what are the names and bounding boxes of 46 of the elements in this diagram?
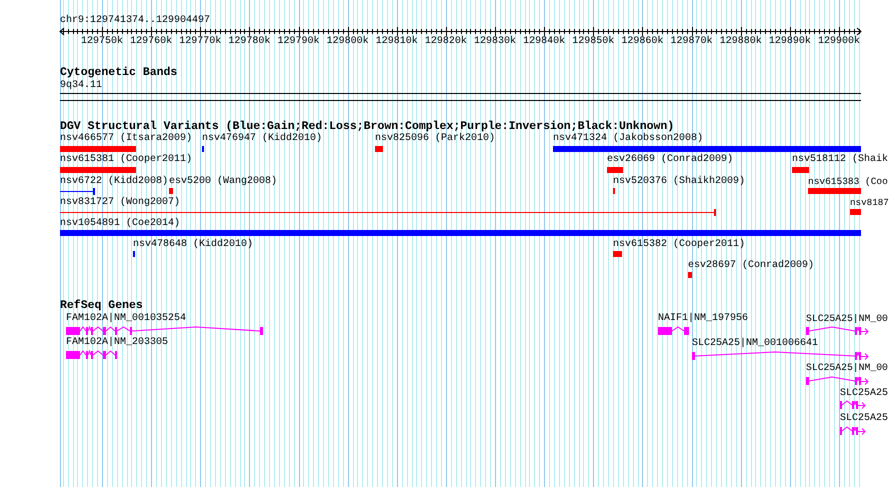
variant-label: nsv6722 (Kidd2008) [60, 176, 168, 187]
variant-label: nsv615381 (Cooper2011) [60, 154, 192, 165]
tick-label: 129790k [278, 36, 320, 47]
cytoband-label: 9q34.11 [60, 80, 102, 91]
variant-label: esv28697 (Conrad2009) [688, 260, 814, 271]
gene-label: SLC25A25 [840, 388, 888, 399]
tick-label: 129850k [572, 36, 614, 47]
variant-label: nsv478648 (Kidd2010) [133, 239, 254, 250]
tick-label: 129870k [670, 36, 713, 47]
variant-label: nsv471324 (Jakobsson2008) [553, 133, 704, 144]
gene-label: FAM102A|NM_203305 [66, 337, 168, 348]
tick-label: 129770k [179, 36, 222, 47]
track-heading: RefSeq Genes [60, 300, 143, 311]
variant-label: nsv520376 (Shaikh2009) [613, 176, 746, 187]
coordinate-range: chr9:129741374..129904497 [60, 15, 210, 26]
variant-label: nsv518112 (Shaik [792, 154, 888, 165]
track-heading: Cytogenetic Bands [60, 67, 178, 78]
tick-label: 129750k [81, 36, 124, 47]
variant-label: nsv831727 (Wong2007) [60, 197, 180, 208]
variant-label: nsv1054891 (Coe2014) [60, 218, 180, 229]
track-heading: DGV Structural Variants (Blue:Gain;Red:Loss;Brown:Complex;Purple:Inversion;Black:Unknown) [60, 121, 674, 132]
variant-label: nsv825096 (Park2010) [375, 133, 496, 144]
tick-label: 129800k [326, 36, 369, 47]
variant-label: nsv615383 (Coo [808, 176, 888, 187]
tick-label: 129810k [376, 36, 418, 47]
tick-label: 129780k [228, 36, 270, 47]
tick-label: 129890k [768, 36, 811, 47]
variant-label: esv26069 (Conrad2009) [607, 154, 734, 165]
gene-label: SLC25A25|NM_00 [806, 313, 888, 324]
gene-label: SLC25A25|NM_001006641 [692, 338, 818, 349]
variant-label: nsv466577 (Itsara2009) [60, 133, 192, 144]
tick-label: 129880k [720, 36, 762, 47]
tick-label: 129840k [523, 36, 566, 47]
variant-label: nsv615382 (Cooper2011) [613, 239, 746, 250]
variant-label: nsv8187 [850, 197, 889, 208]
tick-label: 129760k [130, 36, 172, 47]
tick-label: 129830k [474, 36, 516, 47]
variant-label: esv5200 (Wang2008) [169, 176, 278, 187]
tick-label: 129860k [621, 36, 664, 47]
variant-label: nsv476947 (Kidd2010) [202, 133, 322, 144]
tick-label: 129900k [818, 36, 860, 47]
gene-label: NAIF1|NM_197956 [658, 313, 748, 324]
gene-label: SLC25A25 [840, 413, 888, 424]
gene-label: SLC25A25|NM_00 [806, 362, 888, 373]
tick-label: 129820k [424, 36, 467, 47]
gene-label: FAM102A|NM_001035254 [66, 313, 186, 324]
